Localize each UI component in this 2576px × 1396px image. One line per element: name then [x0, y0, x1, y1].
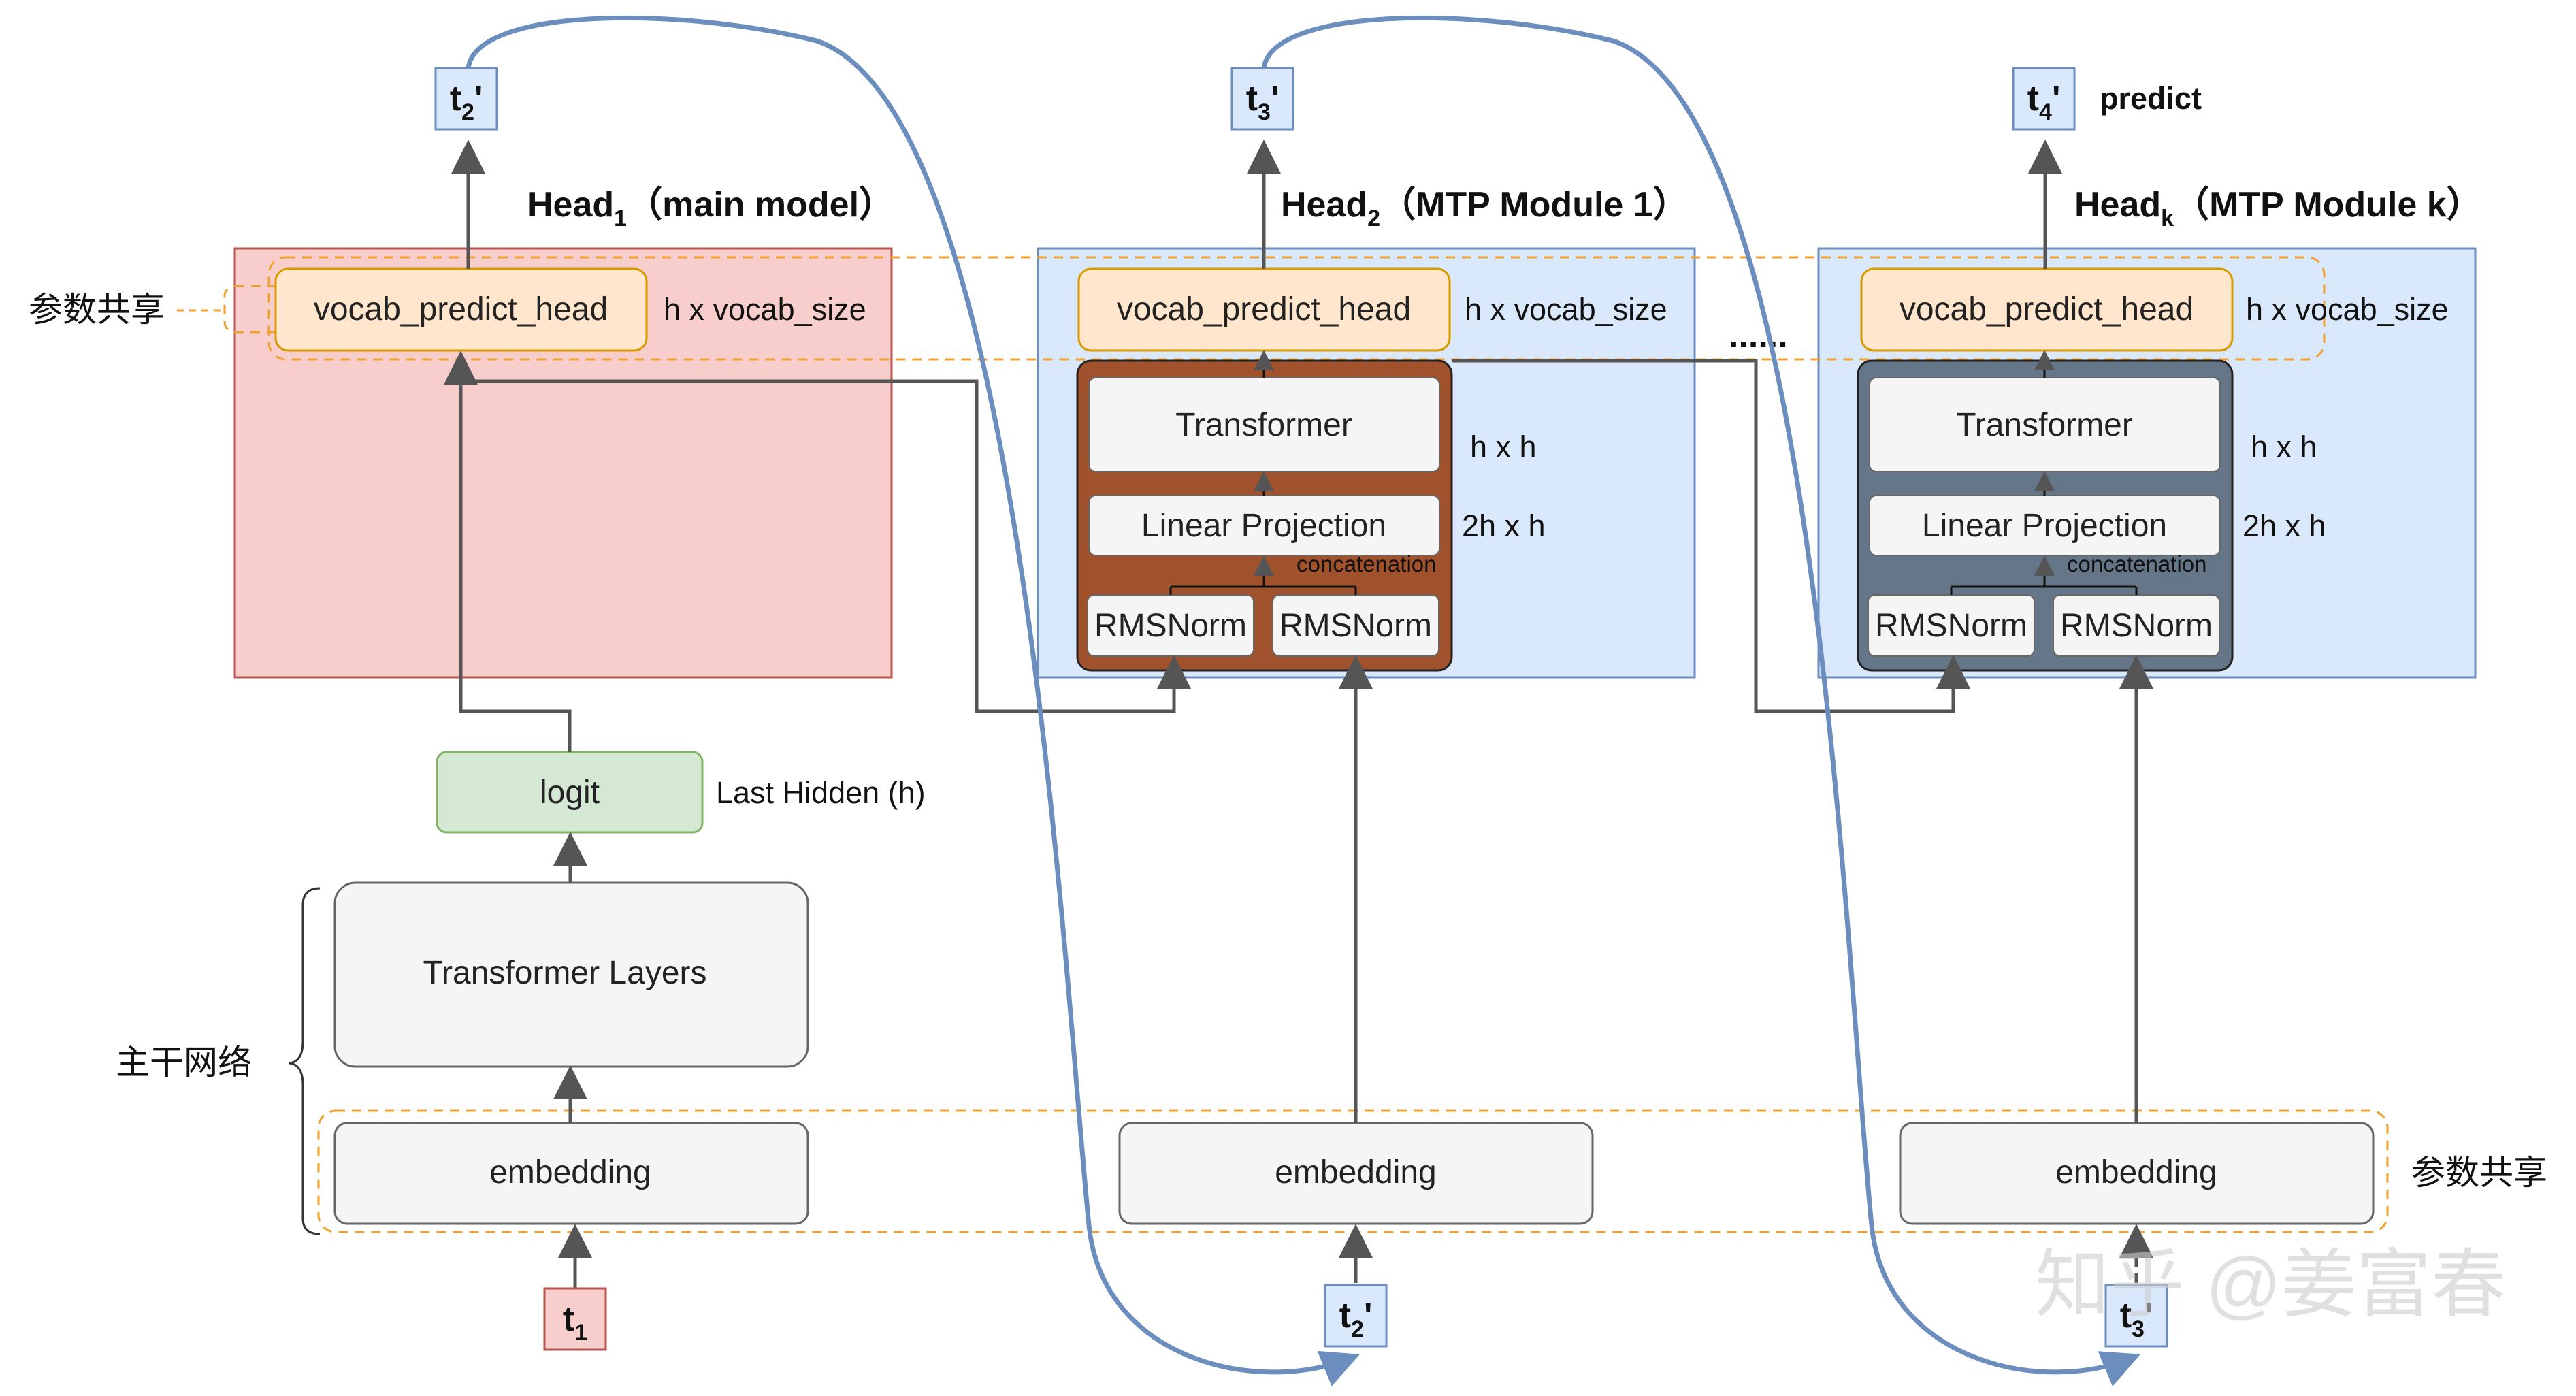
embedding-box-1: embedding	[333, 1122, 809, 1225]
shared-head-dashed-group	[267, 256, 2326, 361]
vocab-head-k-label: vocab_predict_head	[1900, 291, 2194, 327]
svg-text:t2': t2'	[450, 79, 483, 125]
connectors	[444, 140, 2153, 1288]
svg-text:t3': t3'	[1246, 79, 1279, 125]
vocab-head-1: vocab_predict_head	[274, 267, 648, 352]
last-hidden-label: Last Hidden (h)	[716, 775, 926, 810]
feedback-curve-t3	[1261, 15, 2140, 1386]
token-t4-top: t4'	[2012, 67, 2076, 131]
mtp-k-linear-dim: 2h x h	[2243, 508, 2326, 543]
feedback-curve-t2	[466, 15, 1360, 1386]
ellipsis: ......	[1729, 316, 1788, 355]
mtp-1-rmsnorm-a: RMSNorm	[1094, 608, 1247, 644]
mtp-1-transformer: Transformer	[1175, 407, 1352, 443]
svg-text:t2': t2'	[1339, 1296, 1373, 1342]
mtp-1-concatenation: concatenation	[1297, 551, 1437, 577]
vocab-head-2: vocab_predict_head	[1077, 267, 1451, 352]
svg-text:t1: t1	[563, 1299, 587, 1346]
svg-text:t4': t4'	[2027, 79, 2061, 125]
embedding-box-k: embedding	[1899, 1122, 2375, 1225]
embedding-label-k: embedding	[2055, 1154, 2217, 1190]
embedding-label-1: embedding	[489, 1154, 651, 1190]
backbone-brace	[289, 887, 321, 1235]
backbone-label: 主干网络	[116, 1043, 252, 1082]
predict-label: predict	[2100, 81, 2202, 116]
vocab-dim-1: h x vocab_size	[664, 292, 866, 327]
transformer-layers-box: Transformer Layers	[333, 881, 809, 1068]
watermark: 知乎 @姜富春	[2035, 1243, 2506, 1327]
param-share-label-top: 参数共享	[29, 291, 165, 329]
mtp-1-rmsnorm-b: RMSNorm	[1279, 608, 1432, 644]
embedding-box-2: embedding	[1118, 1122, 1594, 1225]
head-2-title: Head2（MTP Module 1）	[1281, 185, 1689, 231]
vocab-dim-k: h x vocab_size	[2246, 292, 2449, 327]
logit-label: logit	[540, 775, 600, 811]
token-t1-bottom: t1	[543, 1287, 607, 1351]
embedding-label-2: embedding	[1275, 1154, 1437, 1190]
token-t2-bottom: t2'	[1324, 1284, 1388, 1348]
transformer-layers-label: Transformer Layers	[423, 955, 707, 991]
mtp-k-transformer: Transformer	[1956, 407, 2133, 443]
head-k-title: Headk（MTP Module k）	[2074, 185, 2482, 231]
vocab-head-k: vocab_predict_head	[1860, 267, 2234, 352]
mtp-1-block: Transformer Linear Projection RMSNorm RM…	[1076, 350, 1453, 672]
mtp-1-linear-dim: 2h x h	[1462, 508, 1546, 543]
mtp-1-linear-projection: Linear Projection	[1141, 508, 1386, 544]
mtp-k-block: Transformer Linear Projection RMSNorm RM…	[1857, 350, 2234, 672]
param-share-label-bottom: 参数共享	[2411, 1154, 2547, 1192]
mtp-1-transformer-dim: h x h	[1470, 429, 1537, 464]
mtp-k-rmsnorm-a: RMSNorm	[1875, 608, 2027, 644]
token-t3-bottom: t3'	[2104, 1284, 2168, 1348]
vocab-dim-2: h x vocab_size	[1465, 292, 1667, 327]
token-t2-top: t2'	[434, 67, 498, 131]
token-t3-top: t3'	[1230, 67, 1294, 131]
svg-text:t3': t3'	[2120, 1296, 2153, 1342]
mtp-k-rmsnorm-b: RMSNorm	[2060, 608, 2213, 644]
logit-box: logit	[436, 751, 704, 834]
mtp-k-linear-projection: Linear Projection	[1922, 508, 2167, 544]
mtp-k-concatenation: concatenation	[2067, 551, 2207, 577]
vocab-head-2-label: vocab_predict_head	[1117, 291, 1411, 327]
head-1-title: Head1（main model）	[527, 185, 894, 231]
mtp-k-transformer-dim: h x h	[2251, 429, 2317, 464]
vocab-head-1-label: vocab_predict_head	[314, 291, 608, 327]
